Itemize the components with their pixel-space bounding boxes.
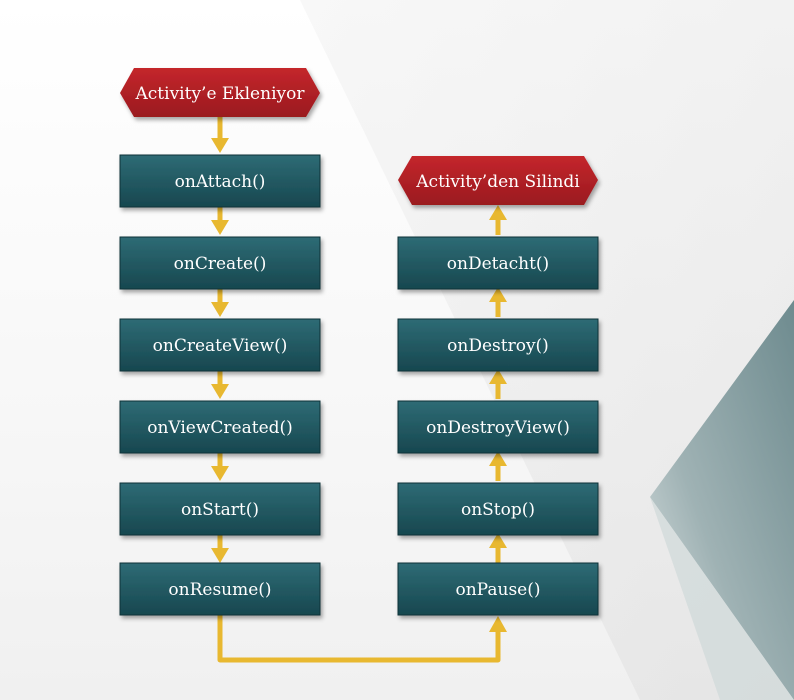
arrow-down-icon — [211, 453, 229, 481]
left-arrows — [211, 117, 229, 563]
step-on-detacht: onDetacht() — [397, 236, 599, 290]
end-terminal: Activity’den Silindi — [398, 156, 598, 205]
step-on-destroy-view: onDestroyView() — [397, 400, 599, 454]
step-on-view-created: onViewCreated() — [119, 400, 321, 454]
step-on-destroy: onDestroy() — [397, 318, 599, 372]
step-on-start: onStart() — [119, 482, 321, 536]
arrow-up-icon — [489, 205, 507, 235]
left-steps: onAttach() onCreate() onCreateView() onV… — [119, 154, 321, 616]
step-on-create: onCreate() — [119, 236, 321, 290]
step-on-stop: onStop() — [397, 482, 599, 536]
right-steps: onDetacht() onDestroy() onDestroyView() … — [397, 236, 599, 616]
step-label: onViewCreated() — [147, 418, 293, 438]
arrow-up-icon — [489, 287, 507, 317]
bottom-connector — [217, 612, 507, 663]
arrow-down-icon — [211, 207, 229, 235]
background-light-triangle — [650, 497, 794, 700]
start-terminal: Activity’e Ekleniyor — [120, 68, 320, 117]
step-label: onCreateView() — [153, 336, 288, 356]
step-on-resume: onResume() — [119, 562, 321, 616]
arrow-up-icon — [489, 616, 507, 632]
step-label: onResume() — [168, 580, 271, 600]
arrow-down-icon — [211, 289, 229, 317]
step-on-pause: onPause() — [397, 562, 599, 616]
step-label: onCreate() — [174, 254, 267, 274]
step-label: onAttach() — [175, 172, 266, 192]
right-arrows — [489, 205, 507, 563]
step-label: onDestroy() — [447, 336, 549, 356]
step-label: onPause() — [456, 580, 541, 600]
step-on-attach: onAttach() — [119, 154, 321, 208]
arrow-down-icon — [211, 535, 229, 563]
arrow-up-icon — [489, 533, 507, 563]
step-label: onDestroyView() — [426, 418, 570, 438]
step-on-create-view: onCreateView() — [119, 318, 321, 372]
step-label: onDetacht() — [447, 254, 549, 274]
end-label: Activity’den Silindi — [415, 172, 580, 192]
arrow-up-icon — [489, 369, 507, 399]
arrow-down-icon — [211, 371, 229, 399]
start-label: Activity’e Ekleniyor — [135, 84, 306, 104]
background-teal-triangle — [650, 300, 794, 700]
step-label: onStart() — [181, 500, 259, 520]
arrow-down-icon — [211, 117, 229, 153]
arrow-up-icon — [489, 451, 507, 481]
step-label: onStop() — [461, 500, 535, 520]
